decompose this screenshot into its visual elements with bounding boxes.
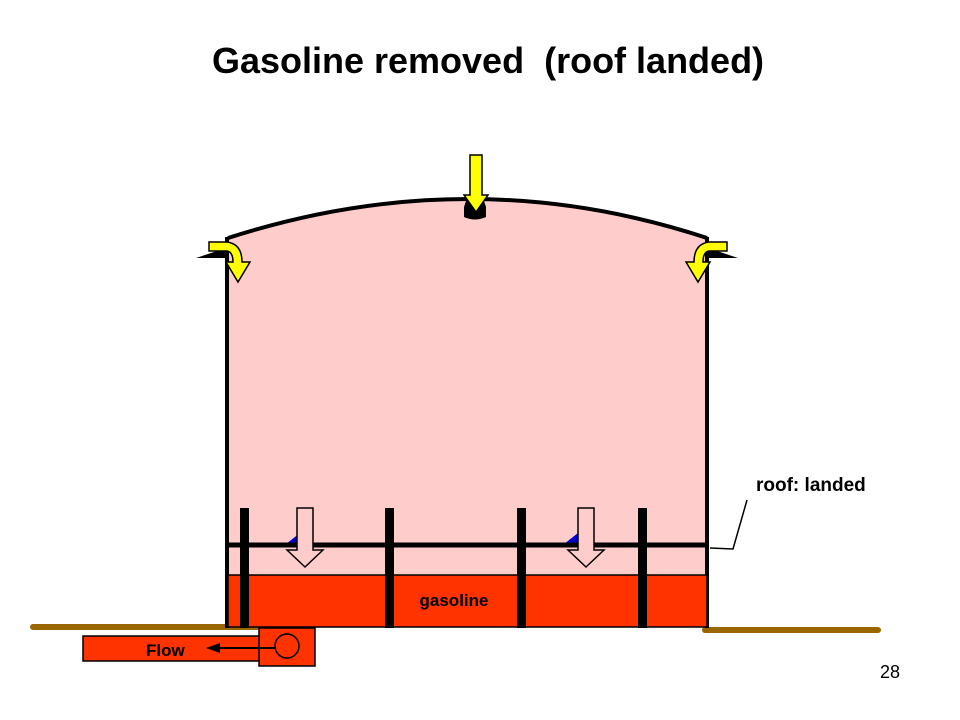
page-number: 28 (880, 662, 901, 682)
gasoline-layer: gasoline (227, 574, 708, 628)
right-air-arrow-icon (684, 241, 728, 284)
vapor-arrows (285, 507, 606, 569)
dome-fill (228, 199, 707, 260)
vapor-space (229, 237, 708, 625)
air-inlet-arrow-icon (462, 154, 490, 214)
down-arrow-icon (285, 507, 325, 569)
roof-leg (240, 508, 249, 628)
slide-title: Gasoline removed (roof landed) (211, 40, 765, 81)
gasoline-label: gasoline (420, 591, 489, 610)
tank-shell (196, 197, 738, 628)
air-arrows (208, 154, 728, 284)
roof-status-label: roof: landed (756, 475, 866, 496)
roof-legs (240, 508, 647, 628)
roof-callout: roof: landed (709, 475, 866, 550)
roof-leg (517, 508, 526, 628)
roof-leg (638, 508, 647, 628)
roof-leg (385, 508, 394, 628)
outlet-pipe: Flow (82, 627, 316, 667)
flow-arrow-icon (206, 643, 220, 653)
valve-icon (274, 633, 300, 659)
left-air-arrow-icon (208, 241, 252, 284)
flow-label: Flow (146, 641, 185, 660)
callout-leader (709, 499, 748, 550)
down-arrow-icon (566, 507, 606, 569)
ground-line (30, 624, 881, 633)
